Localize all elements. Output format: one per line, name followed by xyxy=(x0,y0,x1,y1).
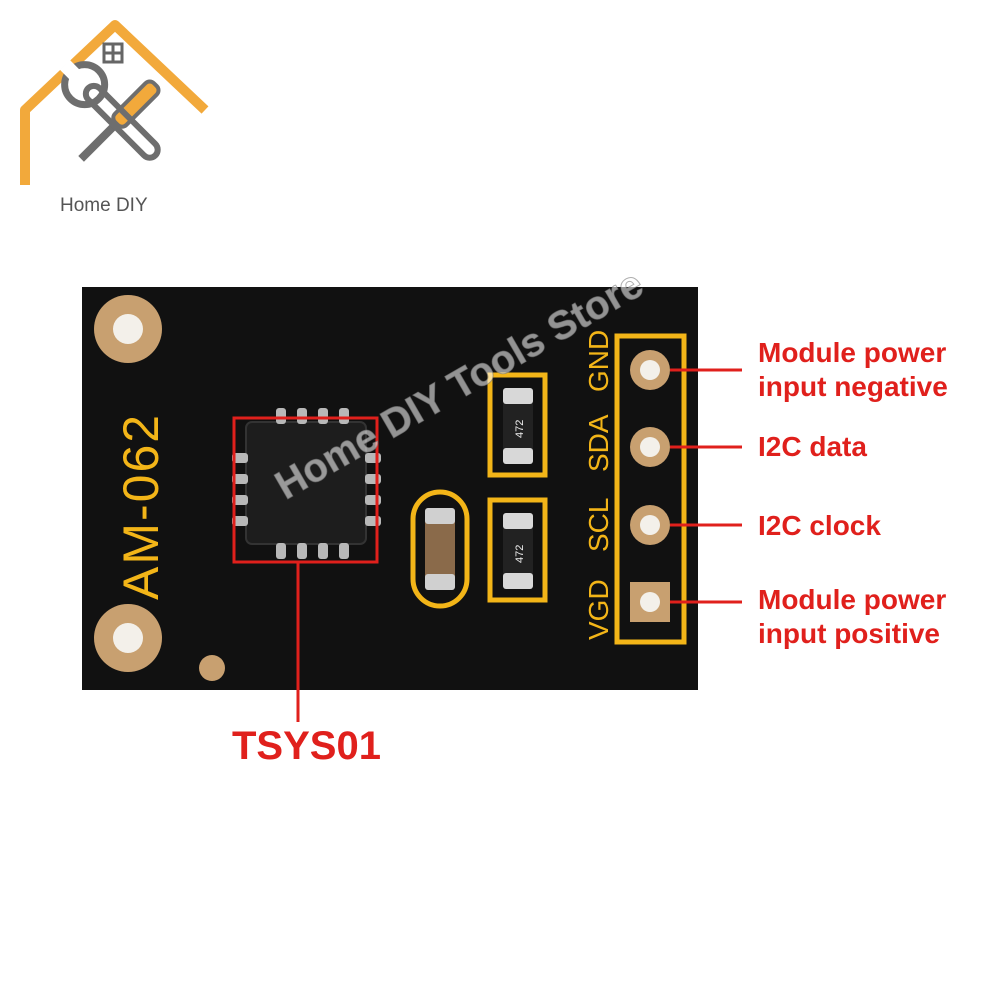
pin-label-scl: SCL xyxy=(583,498,614,552)
resistor-2-code: 472 xyxy=(514,545,526,563)
label-sda: I2C data xyxy=(758,430,867,464)
pin-label-vgd: VGD xyxy=(583,579,614,640)
mounting-hole-top xyxy=(94,295,162,363)
pin-label-sda: SDA xyxy=(583,414,614,472)
pin-pad-scl xyxy=(630,505,670,545)
pin-label-gnd: GND xyxy=(583,330,614,392)
label-scl-text: I2C clock xyxy=(758,510,881,541)
brand-name: Home DIY xyxy=(60,195,148,216)
capacitor-outline xyxy=(410,489,470,609)
pin-pad-vcc xyxy=(630,582,670,622)
label-chip: TSYS01 xyxy=(232,724,381,768)
resistor-outline-1 xyxy=(487,372,548,478)
pin-pad-sda xyxy=(630,427,670,467)
resistor-1-code: 472 xyxy=(514,420,526,438)
chip-highlight-box xyxy=(232,416,379,564)
mounting-hole-bottom xyxy=(94,604,162,672)
label-scl: I2C clock xyxy=(758,509,881,543)
pcb-body xyxy=(82,287,698,690)
resistor-1: 472 xyxy=(503,388,533,464)
label-gnd-text: Module power input negative xyxy=(758,337,948,402)
tsys01-chip xyxy=(232,408,381,559)
pin-header-outline xyxy=(614,333,687,645)
house-tools-icon xyxy=(20,20,209,185)
label-sda-text: I2C data xyxy=(758,431,867,462)
label-vcc: Module power input positive xyxy=(758,583,946,651)
resistor-outline-2 xyxy=(487,497,548,603)
test-pad xyxy=(199,655,225,681)
board-model-text: AM-062 xyxy=(113,413,169,600)
label-vcc-text: Module power input positive xyxy=(758,584,947,649)
capacitor xyxy=(425,508,455,590)
label-gnd: Module power input negative xyxy=(758,336,948,404)
pin-pad-gnd xyxy=(630,350,670,390)
resistor-2: 472 xyxy=(503,513,533,589)
